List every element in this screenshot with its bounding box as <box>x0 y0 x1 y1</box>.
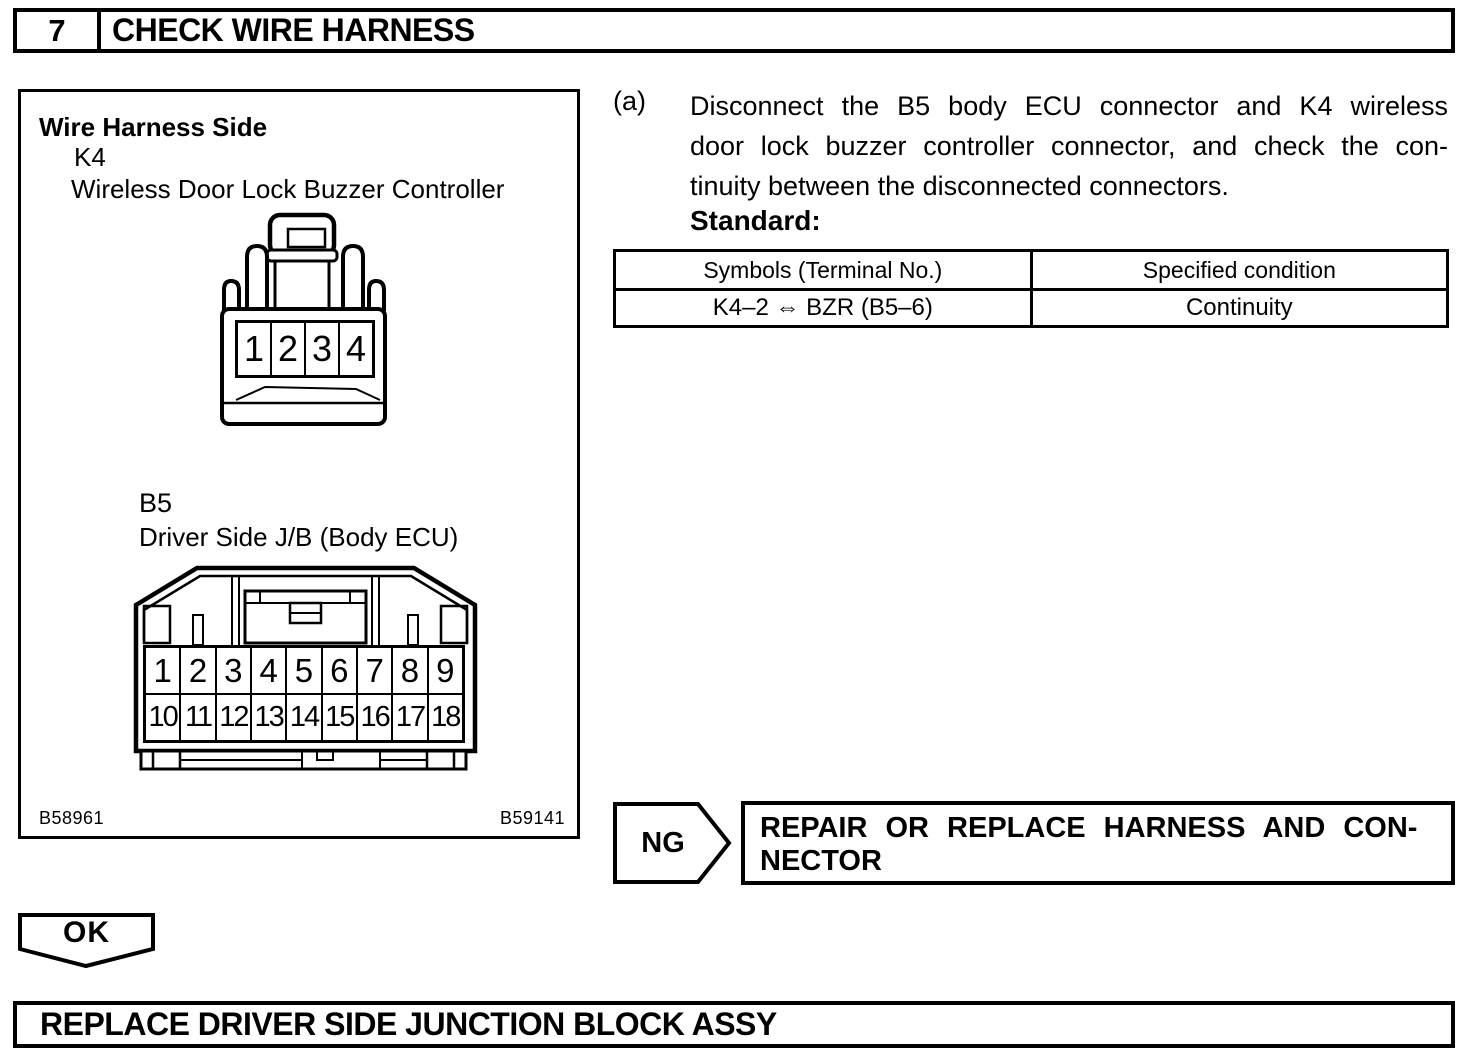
pin-cell: 17 <box>391 695 426 740</box>
table-header-symbols: Symbols (Terminal No.) <box>616 252 1033 288</box>
connector-k4-code: K4 <box>74 142 106 172</box>
instruction-line: door lock buzzer controller connector, a… <box>690 131 1448 161</box>
pin-cell: 4 <box>338 323 372 375</box>
wire-harness-figure: Wire Harness Side K4 Wireless Door Lock … <box>18 89 580 839</box>
pin-cell: 4 <box>249 648 285 693</box>
step-header-bar: 7 CHECK WIRE HARNESS <box>13 8 1455 53</box>
pin-cell: 3 <box>214 648 250 693</box>
ng-action-line: REPAIR OR REPLACE HARNESS AND CON- <box>760 812 1418 844</box>
ng-action-line: NECTOR <box>760 845 882 877</box>
instruction-line: Disconnect the B5 body ECU connector and… <box>690 91 1448 121</box>
pin-cell: 8 <box>391 648 426 693</box>
pin-cell: 18 <box>426 695 462 740</box>
table-row: K4–2 ⇔ BZR (B5–6) Continuity <box>616 291 1446 325</box>
connector-k4-name: Wireless Door Lock Buzzer Controller <box>71 174 505 204</box>
instruction-line: tinuity between the disconnected connect… <box>690 171 1229 201</box>
pin-cell: 14 <box>285 695 320 740</box>
figure-id-right: B59141 <box>499 808 565 828</box>
b5-connector-drawing <box>133 565 478 771</box>
ok-arrow-shape <box>18 913 155 969</box>
step-number: 7 <box>17 12 101 49</box>
pin-cell: 2 <box>270 323 304 375</box>
pin-cell: 2 <box>179 648 214 693</box>
pin-cell: 7 <box>355 648 391 693</box>
connector-b5-name: Driver Side J/B (Body ECU) <box>139 522 459 552</box>
standard-label: Standard: <box>690 205 821 236</box>
table-cell-condition: Continuity <box>1185 294 1293 321</box>
figure-title: Wire Harness Side <box>39 112 268 142</box>
figure-id-left: B58961 <box>39 808 105 828</box>
pin-cell: 13 <box>249 695 285 740</box>
pin-cell: 12 <box>214 695 250 740</box>
table-header-row: Symbols (Terminal No.) Specified conditi… <box>616 252 1446 291</box>
pin-cell: 3 <box>304 323 338 375</box>
pin-cell: 15 <box>320 695 356 740</box>
instruction-paragraph: Disconnect the B5 body ECU connector and… <box>690 86 1448 206</box>
spec-table: Symbols (Terminal No.) Specified conditi… <box>613 249 1449 328</box>
k4-connector-drawing <box>220 212 387 426</box>
pin-cell: 5 <box>285 648 320 693</box>
pin-cell: 10 <box>148 701 179 733</box>
footer-action-bar: REPLACE DRIVER SIDE JUNCTION BLOCK ASSY <box>13 1001 1455 1048</box>
table-cell-symbols: K4–2 ⇔ BZR (B5–6) <box>616 291 1033 325</box>
ng-action-box: REPAIR OR REPLACE HARNESS AND CON- NECTO… <box>741 801 1455 885</box>
pin-cell: 11 <box>179 695 214 740</box>
ok-label: OK <box>63 915 110 949</box>
ng-label: NG <box>641 826 685 859</box>
table-header-condition: Specified condition <box>1142 256 1336 283</box>
pin-cell: 1 <box>243 328 265 369</box>
connector-b5-code: B5 <box>139 488 173 518</box>
pin-cell: 6 <box>320 648 356 693</box>
ng-arrow-shape <box>613 802 732 884</box>
pin-cell: 1 <box>153 651 172 689</box>
list-marker: (a) <box>613 86 646 116</box>
pin-cell: 9 <box>426 648 462 693</box>
pin-cell: 16 <box>355 695 391 740</box>
step-title: CHECK WIRE HARNESS <box>112 12 475 48</box>
